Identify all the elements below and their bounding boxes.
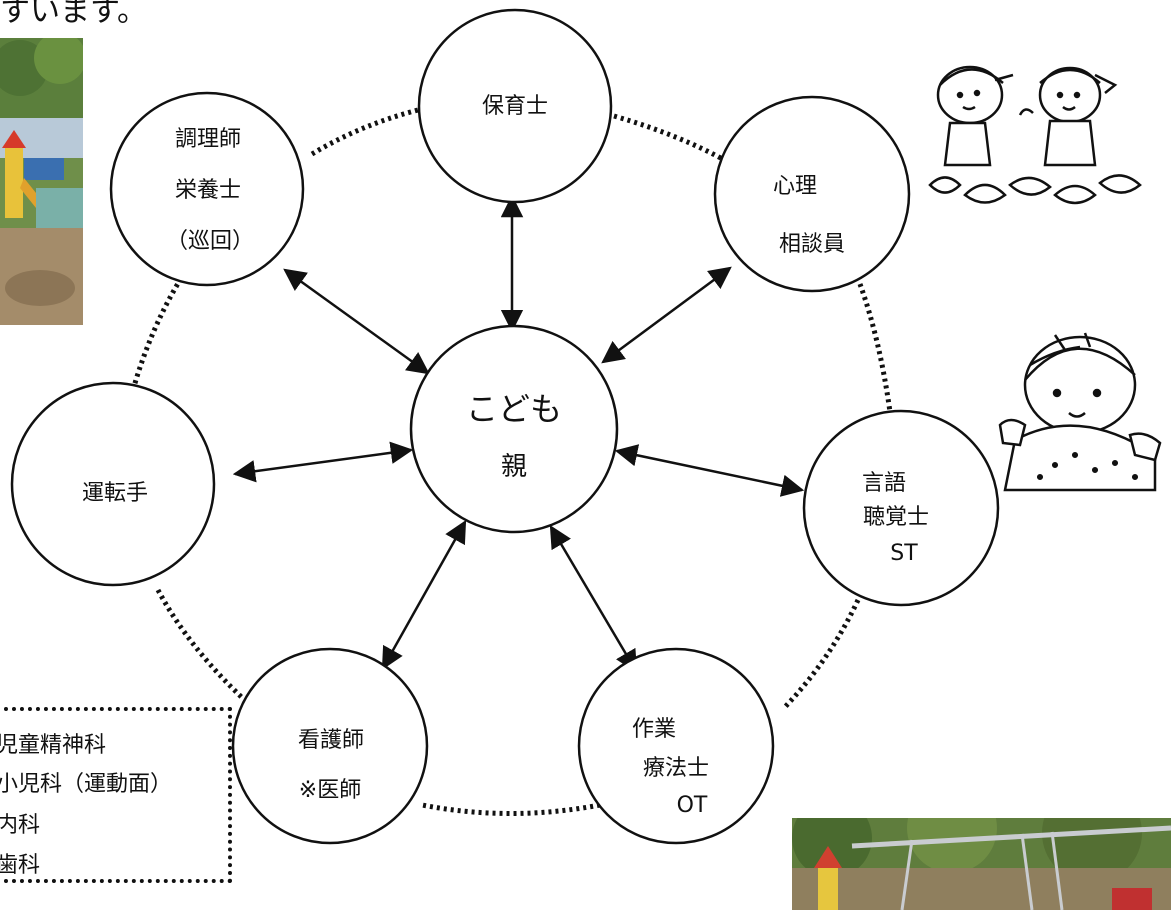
- doctor-specialties-box: 児童精神科 小児科（運動面） 内科 歯科: [0, 707, 232, 883]
- playground-photo: [0, 38, 83, 325]
- specialty-child-psychiatry: 児童精神科: [0, 733, 107, 758]
- arrow-speech: [614, 444, 805, 497]
- header-text: すいます。: [0, 0, 147, 29]
- center-circle: [409, 324, 619, 534]
- center-label-2: 親: [501, 452, 527, 482]
- ot-label-3: OT: [677, 793, 708, 818]
- specialty-pediatrics: 小児科（運動面）: [0, 772, 173, 797]
- arrow-ot: [549, 525, 638, 673]
- arrows: [232, 194, 805, 673]
- nurse-label-2: ※医師: [299, 778, 361, 803]
- arrow-nurse: [381, 520, 467, 670]
- driver-label: 運転手: [82, 481, 148, 506]
- nurse-label-1: 看護師: [298, 728, 364, 753]
- arrow-driver: [232, 441, 414, 483]
- arrow-psych: [601, 266, 732, 364]
- swing-photo: [792, 818, 1171, 910]
- node-driver: [10, 381, 216, 587]
- node-cook: [109, 91, 305, 287]
- cook-label-2: 栄養士: [175, 178, 241, 203]
- nursery-label: 保育士: [482, 94, 548, 119]
- specialty-dentistry: 歯科: [0, 853, 41, 878]
- cook-label-1: 調理師: [175, 127, 241, 152]
- cook-label-3: （巡回）: [166, 229, 254, 254]
- arrow-cook: [283, 268, 430, 375]
- child-sandbox-doodle: [995, 325, 1167, 495]
- ot-label-1: 作業: [632, 717, 676, 742]
- node-nurse: [231, 647, 429, 845]
- speech-label-3: ST: [890, 541, 918, 566]
- dotted-ring: [130, 107, 893, 816]
- node-ot: [577, 647, 775, 845]
- specialty-internal-medicine: 内科: [0, 813, 41, 838]
- psych-label-2: 相談員: [779, 232, 845, 257]
- speech-label-2: 聴覚士: [863, 505, 929, 530]
- node-nursery: [417, 8, 613, 204]
- psych-label-1: 心理: [773, 174, 817, 199]
- center-label-1: こども: [466, 390, 562, 428]
- node-psych: [713, 95, 911, 293]
- speech-label-1: 言語: [862, 471, 906, 496]
- children-planting-doodle: [925, 55, 1145, 215]
- ot-label-2: 療法士: [643, 756, 709, 781]
- node-speech: [802, 409, 1000, 607]
